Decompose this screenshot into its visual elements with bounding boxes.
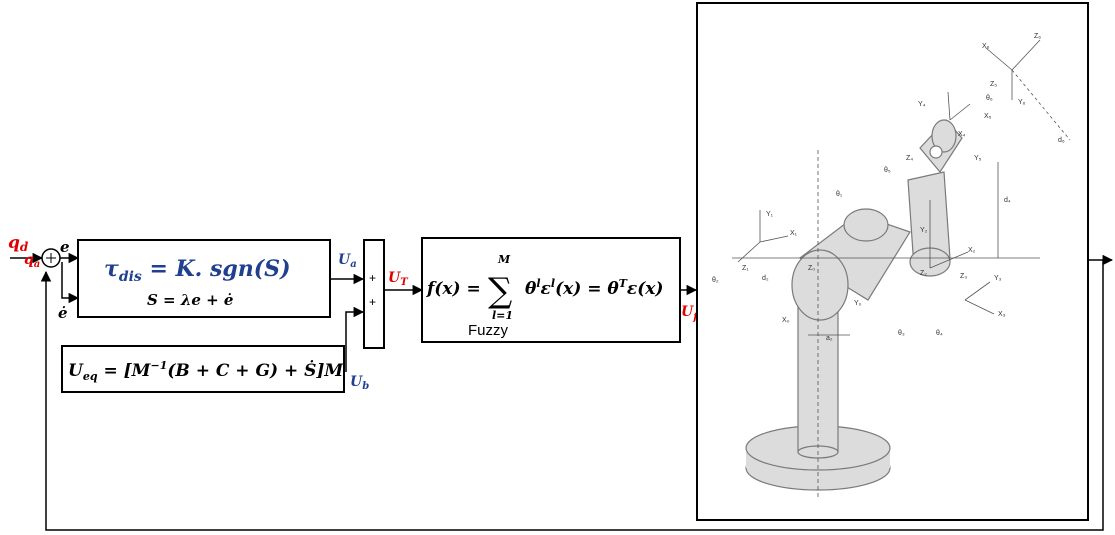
smc-block: τdis = K. sgn(S) S = λe + ė (77, 239, 331, 318)
svg-text:X₃: X₃ (998, 311, 1006, 318)
svg-text:d₄: d₄ (1004, 197, 1011, 204)
e-label: e (60, 238, 70, 256)
summing-junction (41, 248, 61, 268)
svg-text:Z₅: Z₅ (990, 81, 997, 88)
ub-label: Ub (350, 374, 369, 392)
svg-text:Z₄: Z₄ (906, 155, 913, 162)
svg-text:X₂: X₂ (968, 247, 976, 254)
robot-arm-illustration (745, 119, 963, 491)
svg-text:Z₃: Z₃ (960, 273, 967, 280)
svg-text:X₅: X₅ (984, 113, 992, 120)
svg-text:Z₁: Z₁ (742, 265, 749, 272)
ut-label: UT (388, 270, 409, 288)
svg-text:d₂: d₂ (762, 275, 769, 282)
wire-ub (345, 306, 365, 372)
svg-text:Y₅: Y₅ (974, 155, 982, 162)
svg-text:Z₆: Z₆ (1034, 33, 1041, 40)
svg-text:a₂: a₂ (826, 335, 833, 342)
svg-text:θ₅: θ₅ (884, 167, 891, 174)
fuzzy-block: f(x) = ∑ M l=1 θlεl(x) = θTε(x) Fuzzy (421, 237, 681, 343)
svg-text:Y₄: Y₄ (918, 101, 926, 108)
svg-text:θ₁: θ₁ (836, 191, 843, 198)
fuzzy-lhs: f(x) = (426, 279, 481, 299)
sum-plus-top: + (369, 271, 376, 285)
svg-text:θ₆: θ₆ (986, 95, 993, 102)
svg-text:Z₀: Z₀ (808, 265, 815, 272)
edot-label: ė (58, 304, 68, 322)
svg-text:Y₃: Y₃ (994, 275, 1002, 282)
fuzzy-caption: Fuzzy (468, 322, 509, 339)
fuzzy-sigma: ∑ (488, 271, 512, 311)
qa-label: qa (24, 252, 40, 270)
svg-text:X₁: X₁ (790, 230, 798, 237)
sum-plus-bottom: + (369, 295, 376, 309)
smc-tau-law: τdis = K. sgn(S) (104, 256, 290, 285)
svg-text:d₆: d₆ (1058, 137, 1065, 144)
qd-label: qd (8, 233, 29, 254)
ueq-equation: Ueq = [M−1(B + C + G) + Ṡ]M (68, 359, 344, 383)
signal-wires (10, 252, 1114, 531)
smc-sliding-surface: S = λe + ė (147, 291, 233, 309)
robot-axis-labels: Y₁ X₁ Z₁ θ₂ d₂ θ₁ Z₀ Y₀ X₀ a₂ θ₃ θ₄ Z₂ Y… (712, 33, 1065, 342)
svg-text:Z₂: Z₂ (920, 270, 927, 277)
svg-text:θ₂: θ₂ (712, 277, 719, 284)
svg-text:Y₆: Y₆ (1018, 99, 1026, 106)
svg-text:X₆: X₆ (982, 43, 990, 50)
fuzzy-upper: M (497, 253, 511, 266)
svg-text:Y₂: Y₂ (920, 227, 928, 234)
wire-output (40, 259, 1104, 531)
ueq-block: Ueq = [M−1(B + C + G) + Ṡ]M (61, 345, 345, 393)
fuzzy-rhs: θlεl(x) = θTε(x) (525, 277, 663, 299)
fuzzy-lower: l=1 (492, 309, 513, 322)
svg-text:X₄: X₄ (958, 131, 966, 138)
svg-text:θ₃: θ₃ (898, 330, 905, 337)
ua-label: Ua (338, 252, 357, 270)
sum-block: + + (363, 239, 385, 349)
svg-text:Y₀: Y₀ (854, 300, 862, 307)
svg-text:θ₄: θ₄ (936, 330, 943, 337)
wire-edot (61, 262, 80, 304)
svg-text:X₀: X₀ (782, 317, 790, 324)
robot-axes (732, 39, 1071, 500)
svg-text:Y₁: Y₁ (766, 211, 774, 218)
